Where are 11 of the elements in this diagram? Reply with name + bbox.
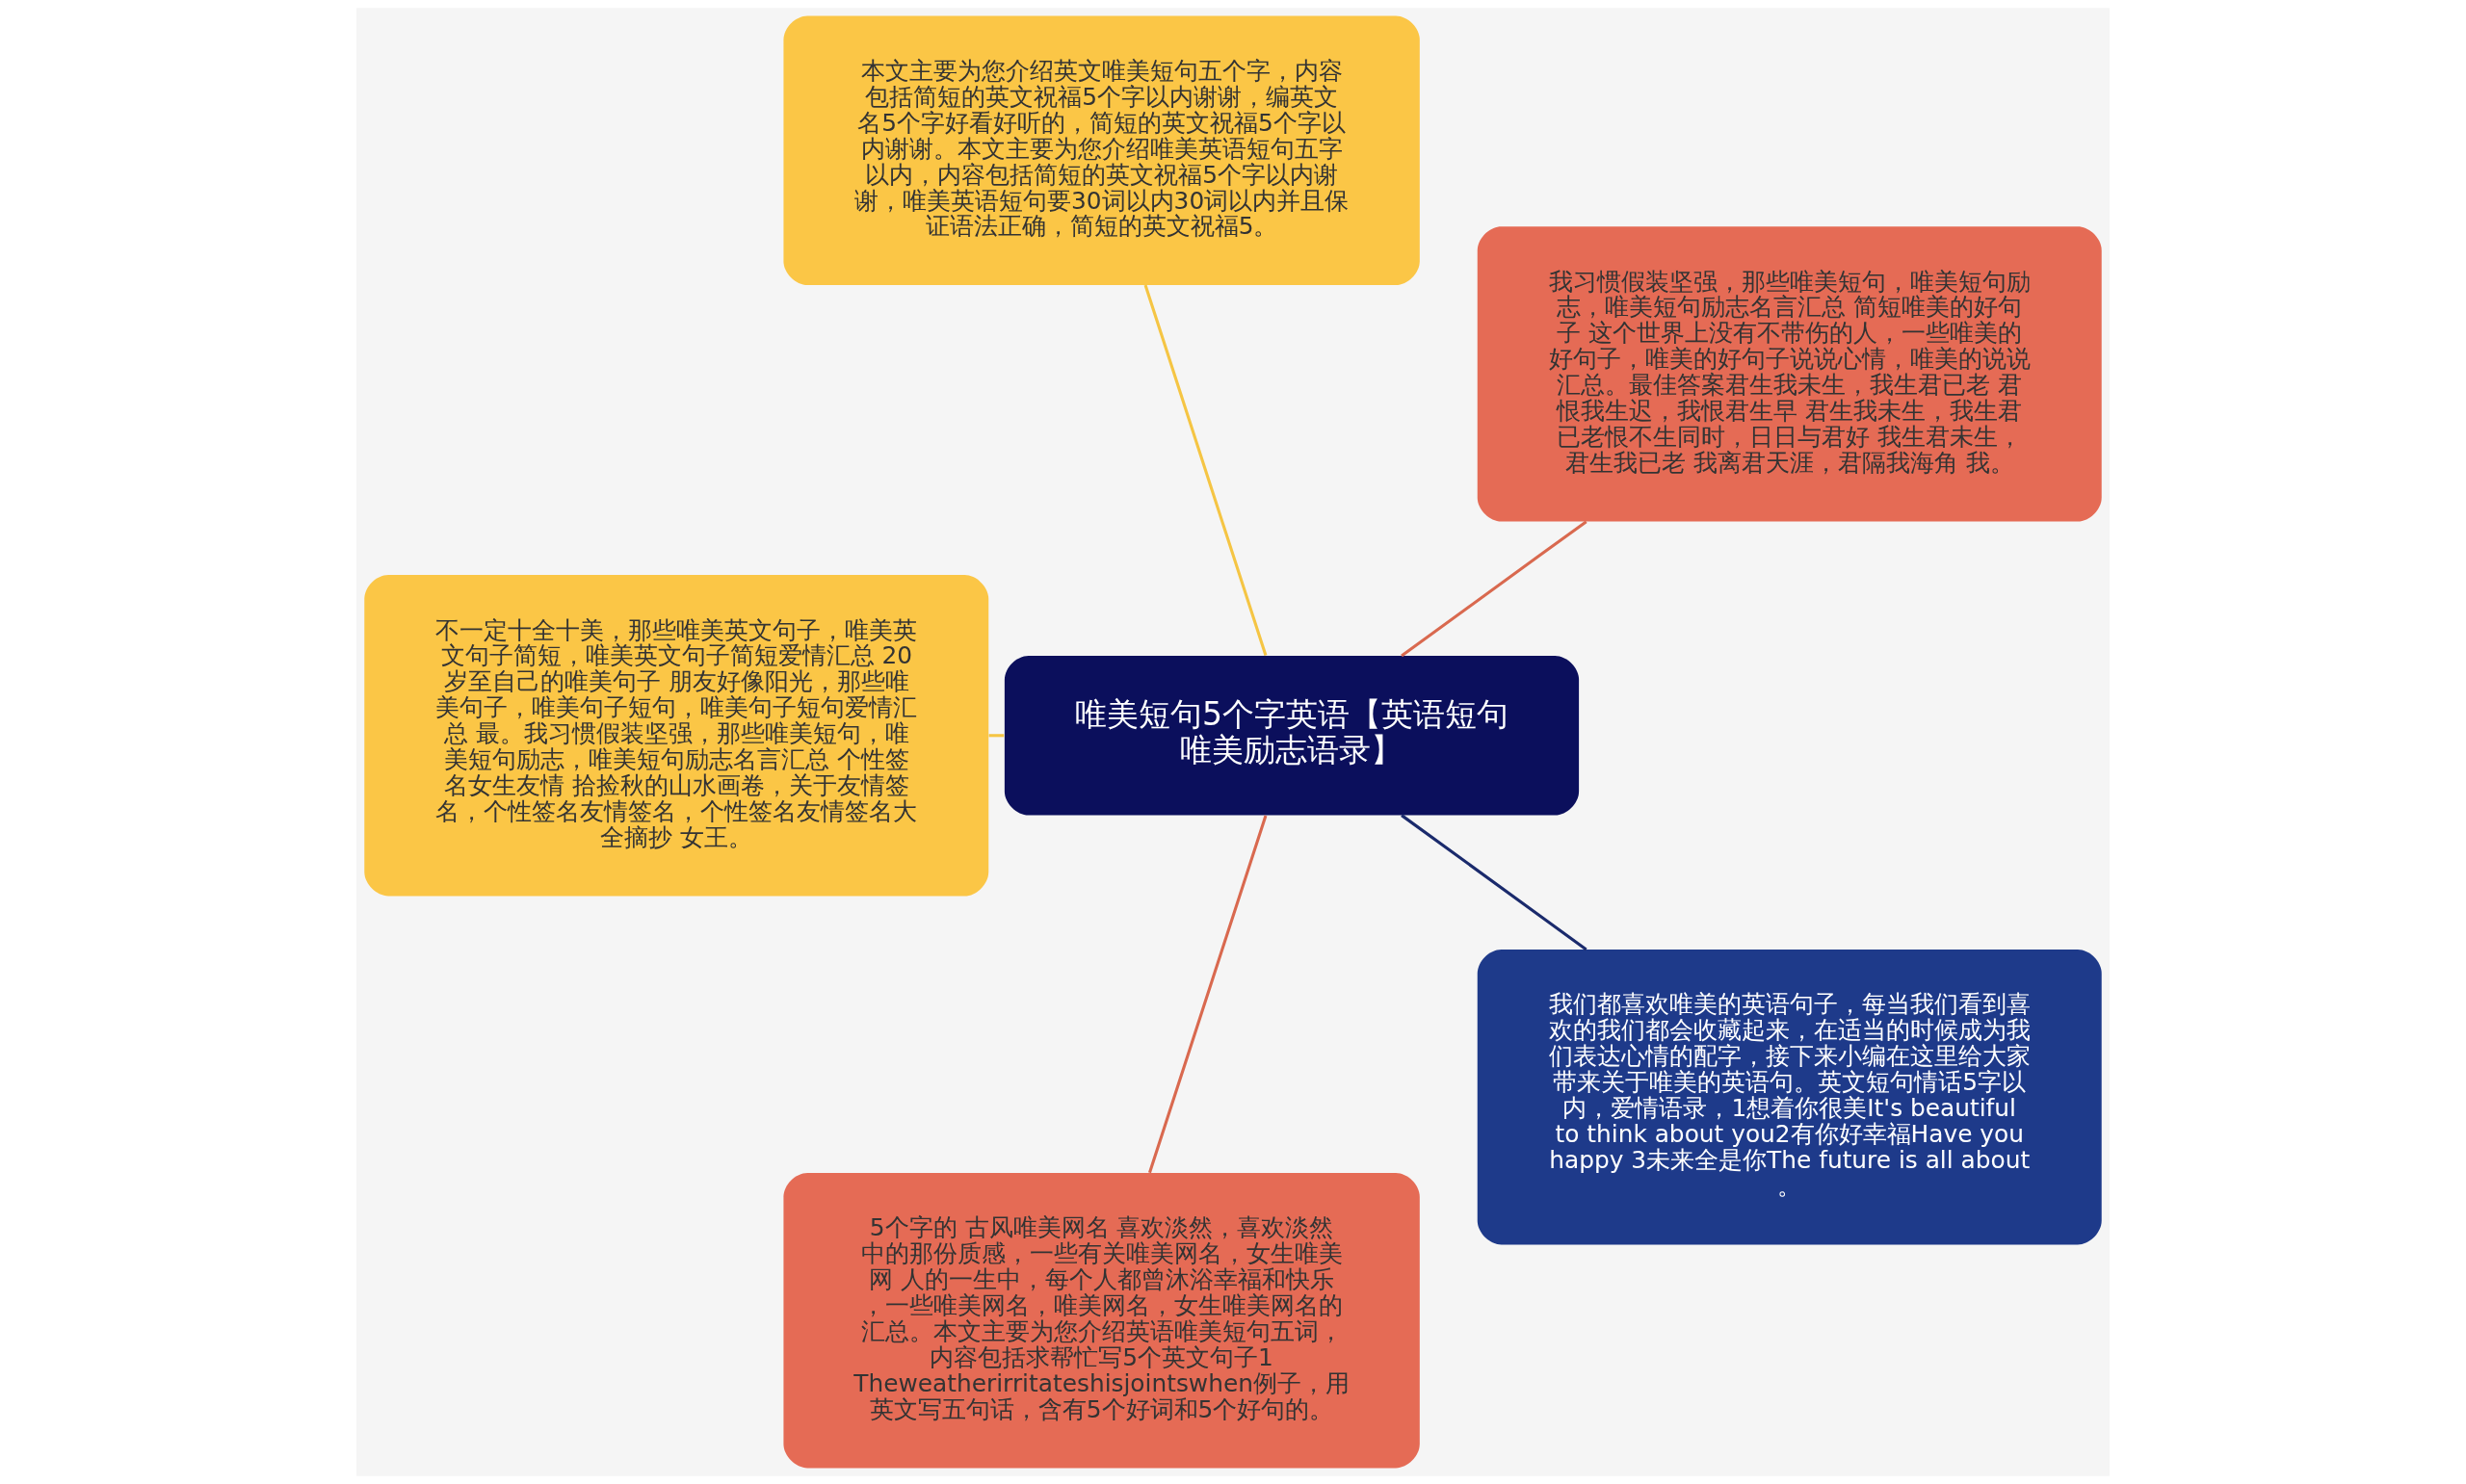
node-box: 唯美短句5个字英语【英语短句唯美励志语录】 xyxy=(1004,655,1580,816)
node-box: 5个字的 古风唯美网名 喜欢淡然，喜欢淡然中的那份质感，一些有关唯美网名，女生唯美网 人的一生中，每个人都曾沐浴幸福和快乐，一些唯美网名，唯美网名，女生唯美网名的汇总。本文主要为您介绍英语唯美短句五词，内容包括求帮忙写5个英文句子1 Theweatherirritateshisjointswhen例子，用英文写五句话，含有5个好词和5个好句的。 xyxy=(783,1173,1420,1469)
node-box: 我们都喜欢唯美的英语句子，每当我们看到喜欢的我们都会收藏起来，在适当的时候成为我们表达心情的配字，接下来小编在这里给大家带来关于唯美的英语句。英文短句情话5字以内，爱情语录，1想着你很美It's beautiful to think about you2有你好幸福Have you happy 3未来全是你The future is all about。 xyxy=(1477,950,2102,1245)
node-box: 我习惯假装坚强，那些唯美短句，唯美短句励志，唯美短句励志名言汇总 简短唯美的好句子 这个世界上没有不带伤的人，一些唯美的好句子，唯美的好句子说说心情，唯美的说说汇总。最佳答案君生我未生，我生君已老 君恨我生迟，我恨君生早 君生我未生，我生君已老恨不生同时，日日与君好 我生君未生，君生我已老 我离君天涯，君隔我海角 我。 xyxy=(1477,226,2102,522)
connector xyxy=(1148,815,1268,1174)
connector xyxy=(1401,814,1587,951)
node-box: 本文主要为您介绍英文唯美短句五个字，内容包括简短的英文祝福5个字以内谢谢，编英文名5个字好看好听的，简短的英文祝福5个字以内谢谢。本文主要为您介绍唯美英语短句五字以内，内容包括简短的英文祝福5个字以内谢谢，唯美英语短句要30词以内30词以内并且保证语法正确，简短的英文祝福5。 xyxy=(783,15,1420,286)
connector xyxy=(1143,284,1268,657)
connector xyxy=(988,734,1005,738)
node-box: 不一定十全十美，那些唯美英文句子，唯美英文句子简短，唯美英文句子简短爱情汇总 20岁至自己的唯美句子 朋友好像阳光，那些唯美句子，唯美句子短句，唯美句子短句爱情汇总 最。我习惯假装坚强，那些唯美短句，唯美短句励志，唯美短句励志名言汇总 个性签名女生友情 拾捡秋的山水画卷，关于友情签名，个性签名友情签名，个性签名友情签名大全摘抄 女王。 xyxy=(364,575,989,897)
connector xyxy=(1401,520,1587,658)
